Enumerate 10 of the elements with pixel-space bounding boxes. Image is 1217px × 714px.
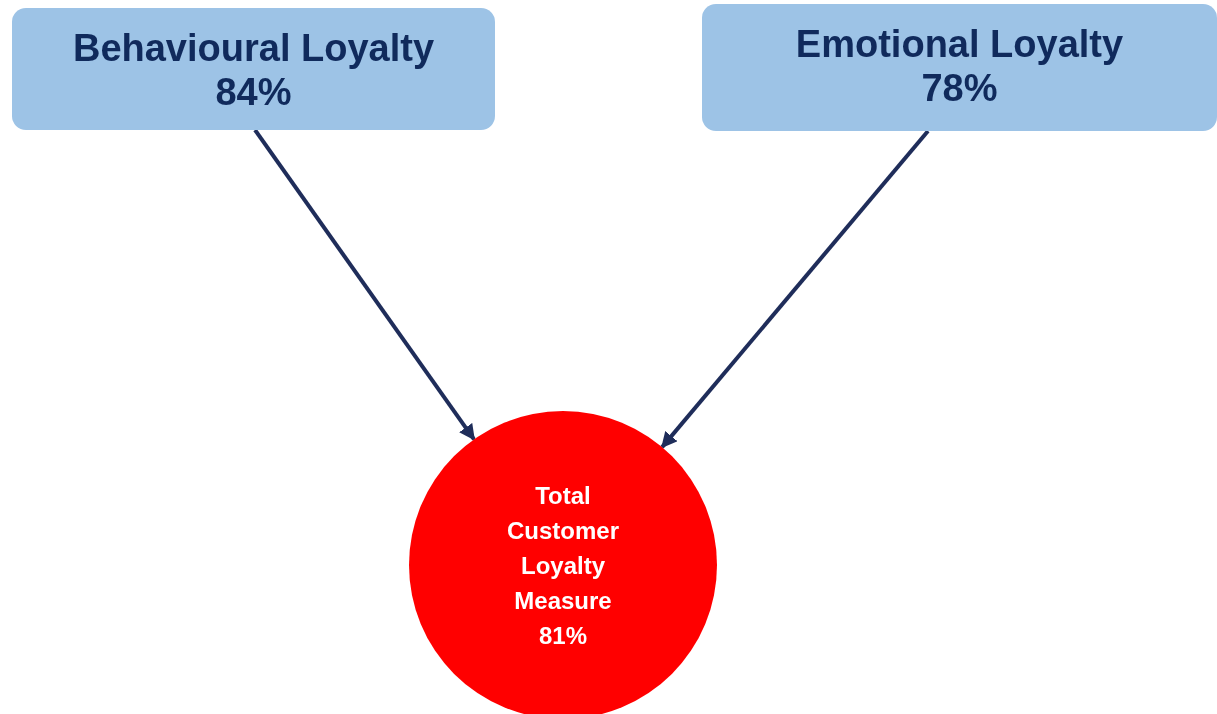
percentage-value: 84% [215,70,292,114]
arrow [660,129,930,449]
arrow [253,128,476,441]
node-title: Emotional Loyalty [795,22,1124,66]
node-title: Behavioural Loyalty [72,26,435,70]
percentage-value: 78% [921,66,998,110]
metric-box [12,8,495,130]
node-title: Total Customer Loyalty Measure [506,480,620,616]
metric-box [702,4,1217,131]
percentage-value: 81% [538,620,587,651]
